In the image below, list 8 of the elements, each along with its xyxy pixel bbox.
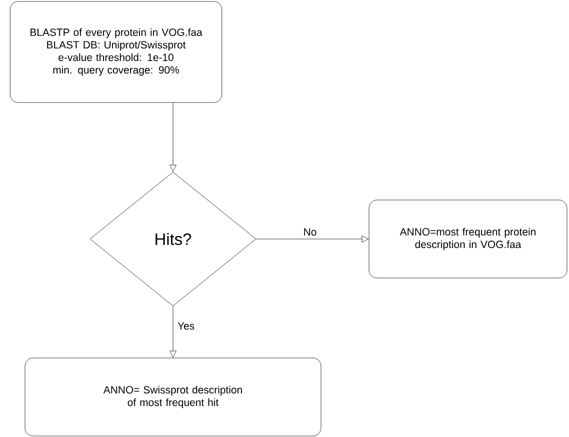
edge-label: No <box>304 228 316 236</box>
arrow <box>170 306 176 358</box>
arrow <box>170 102 176 172</box>
process-box: ANNO=most frequent protein description in VOG.faa <box>368 200 568 278</box>
process-box: BLASTP of every protein in VOG.faa BLAST DB: Uniprot/Swissprot e-value threshold: 1e-10 min. query coverage: 90% <box>10 1 222 103</box>
process-box: ANNO= Swissprot description of most frequent hit <box>24 358 322 436</box>
arrow <box>256 236 369 242</box>
edge-label: Yes <box>178 322 194 330</box>
